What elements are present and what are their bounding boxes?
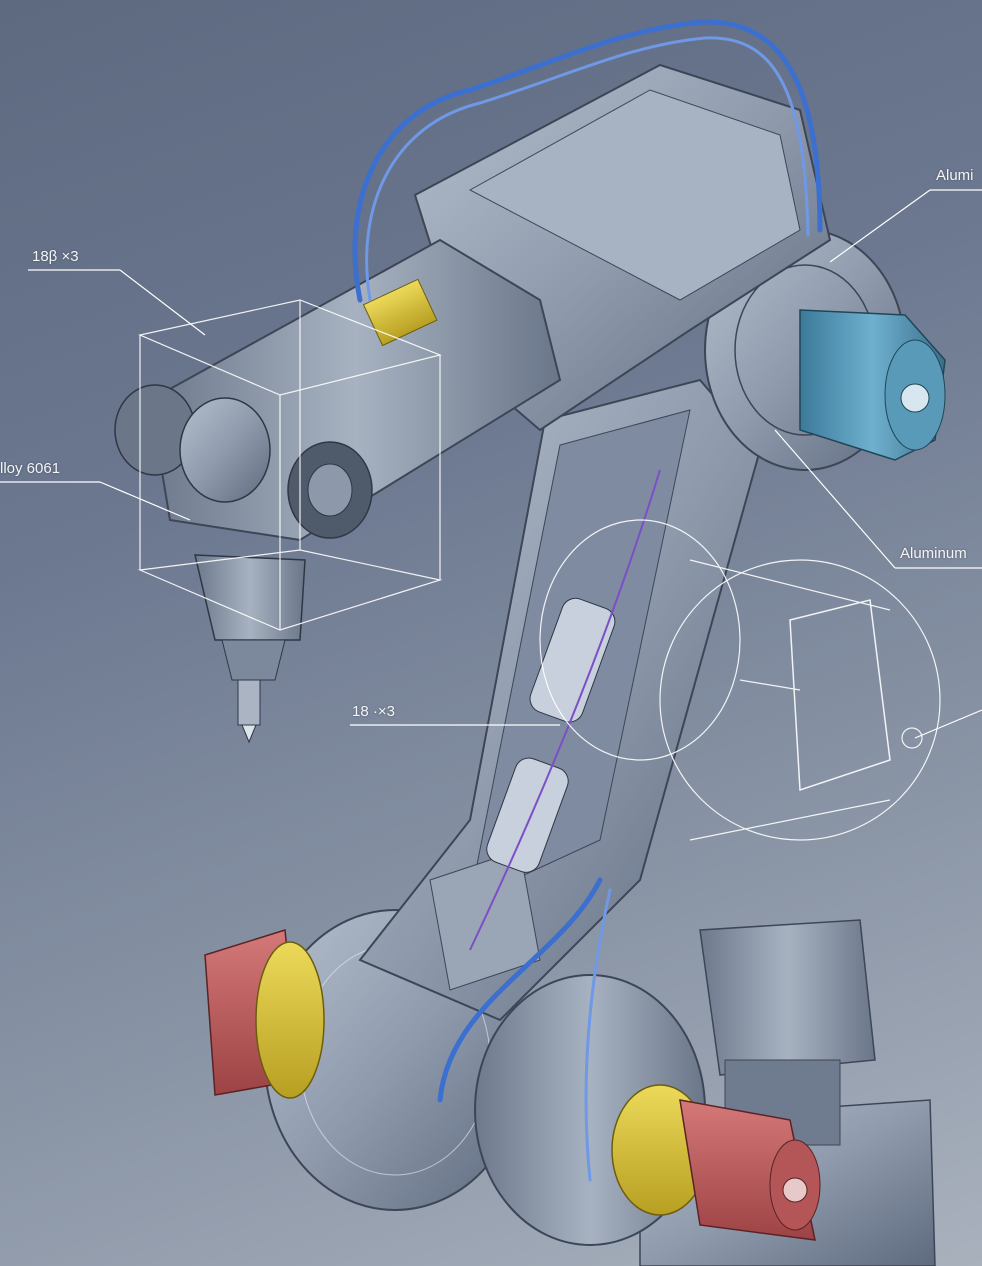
callout-dimension-mid: 18 ·×3 bbox=[352, 703, 395, 720]
teal-motor bbox=[799, 309, 946, 461]
callout-alumi: Alumi bbox=[936, 167, 974, 184]
callout-alloy: lloy 6061 bbox=[0, 460, 61, 477]
cable-bundle bbox=[352, 19, 823, 1182]
detail-view-circle bbox=[539, 519, 941, 841]
callout-leaders bbox=[0, 189, 982, 739]
wrist-tool bbox=[114, 384, 373, 744]
red-motor-left bbox=[204, 929, 325, 1099]
callout-dimension-top-left: 18β ×3 bbox=[32, 248, 79, 265]
red-motor-right bbox=[611, 1084, 821, 1241]
callout-aluminum: Aluminum bbox=[900, 545, 967, 562]
internal-shaft bbox=[469, 469, 661, 951]
wireframe-box bbox=[137, 299, 443, 631]
